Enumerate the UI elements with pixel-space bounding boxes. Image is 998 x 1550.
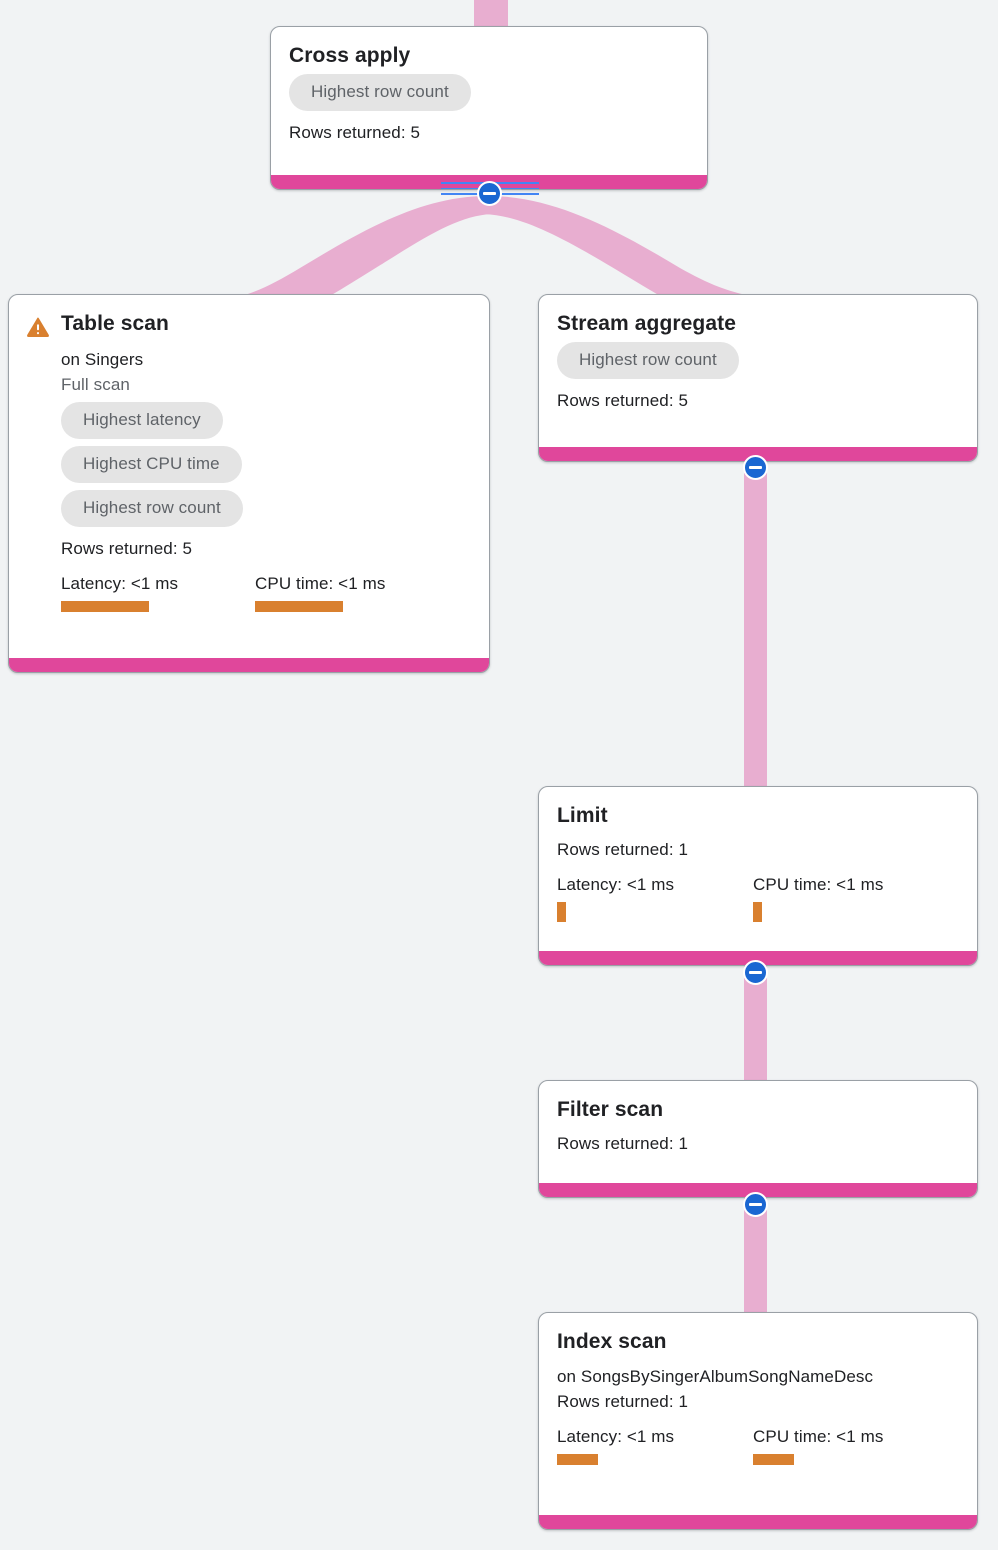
badge-highest-cpu-time: Highest CPU time: [61, 446, 242, 483]
badge-list: Highest row count: [557, 342, 959, 386]
collapse-toggle-filter-scan[interactable]: [743, 1192, 768, 1217]
minus-icon: [749, 971, 762, 974]
metric-list: Latency: <1 ms CPU time: <1 ms: [557, 874, 959, 922]
rows-returned: Rows returned: 5: [557, 391, 689, 410]
node-footer-bar: [9, 658, 489, 672]
metric-bar: [255, 601, 343, 612]
node-title: Filter scan: [557, 1098, 664, 1121]
edge-filterscan-to-indexscan: [744, 1198, 767, 1320]
node-footer-bar: [539, 1183, 977, 1197]
collapse-toggle-limit[interactable]: [743, 960, 768, 985]
metric-label: Latency: <1 ms: [61, 574, 179, 593]
badge-highest-row-count: Highest row count: [557, 342, 739, 379]
edge-streamaggregate-to-limit: [744, 462, 767, 794]
minus-icon: [483, 192, 496, 195]
metric-bar: [557, 902, 566, 922]
node-scan-type: Full scan: [61, 375, 130, 394]
minus-icon: [749, 1203, 762, 1206]
metric-list: Latency: <1 ms CPU time: <1 ms: [557, 1426, 959, 1465]
plan-node-limit[interactable]: Limit Rows returned: 1 Latency: <1 ms CP…: [538, 786, 978, 966]
rows-returned: Rows returned: 1: [557, 1392, 689, 1411]
node-title: Limit: [557, 804, 608, 827]
metric-bar: [61, 601, 149, 612]
node-footer-bar: [539, 951, 977, 965]
plan-node-filter-scan[interactable]: Filter scan Rows returned: 1: [538, 1080, 978, 1198]
badge-highest-row-count: Highest row count: [289, 74, 471, 111]
rows-returned: Rows returned: 5: [289, 123, 421, 142]
node-footer-bar: [539, 447, 977, 461]
node-footer-bar: [539, 1515, 977, 1529]
node-target: on Singers: [61, 350, 144, 369]
plan-node-table-scan[interactable]: Table scan on Singers Full scan Highest …: [8, 294, 490, 673]
metric-latency: Latency: <1 ms: [557, 874, 753, 922]
node-title: Cross apply: [289, 44, 411, 67]
metric-latency: Latency: <1 ms: [61, 573, 255, 612]
rows-returned: Rows returned: 1: [557, 840, 689, 859]
metric-cpu-time: CPU time: <1 ms: [753, 1426, 883, 1465]
plan-node-index-scan[interactable]: Index scan on SongsBySingerAlbumSongName…: [538, 1312, 978, 1530]
metric-label: CPU time: <1 ms: [753, 1427, 884, 1446]
edge-incoming-top: [474, 0, 508, 30]
metric-label: CPU time: <1 ms: [255, 574, 386, 593]
metric-bar: [557, 1454, 598, 1465]
metric-list: Latency: <1 ms CPU time: <1 ms: [61, 573, 471, 612]
rows-returned: Rows returned: 1: [557, 1134, 689, 1153]
minus-icon: [749, 466, 762, 469]
rows-returned: Rows returned: 5: [61, 539, 193, 558]
collapse-toggle-stream-aggregate[interactable]: [743, 455, 768, 480]
edge-limit-to-filterscan: [744, 966, 767, 1088]
metric-latency: Latency: <1 ms: [557, 1426, 753, 1465]
metric-bar: [753, 1454, 794, 1465]
metric-cpu-time: CPU time: <1 ms: [753, 874, 883, 922]
metric-label: Latency: <1 ms: [557, 875, 675, 894]
collapse-toggle-cross-apply[interactable]: [477, 181, 502, 206]
metric-bar: [753, 902, 762, 922]
metric-label: CPU time: <1 ms: [753, 875, 884, 894]
metric-label: Latency: <1 ms: [557, 1427, 675, 1446]
warning-triangle-icon: [27, 317, 49, 342]
badge-highest-row-count: Highest row count: [61, 490, 243, 527]
node-title: Index scan: [557, 1330, 667, 1353]
node-title: Stream aggregate: [557, 312, 737, 335]
plan-node-cross-apply[interactable]: Cross apply Highest row count Rows retur…: [270, 26, 708, 190]
metric-cpu-time: CPU time: <1 ms: [255, 573, 385, 612]
plan-node-stream-aggregate[interactable]: Stream aggregate Highest row count Rows …: [538, 294, 978, 462]
node-target: on SongsBySingerAlbumSongNameDesc: [557, 1367, 874, 1386]
badge-highest-latency: Highest latency: [61, 402, 223, 439]
badge-list: Highest row count: [289, 74, 471, 118]
badge-list: Highest latency Highest CPU time Highest…: [61, 402, 471, 534]
node-title: Table scan: [61, 312, 169, 335]
